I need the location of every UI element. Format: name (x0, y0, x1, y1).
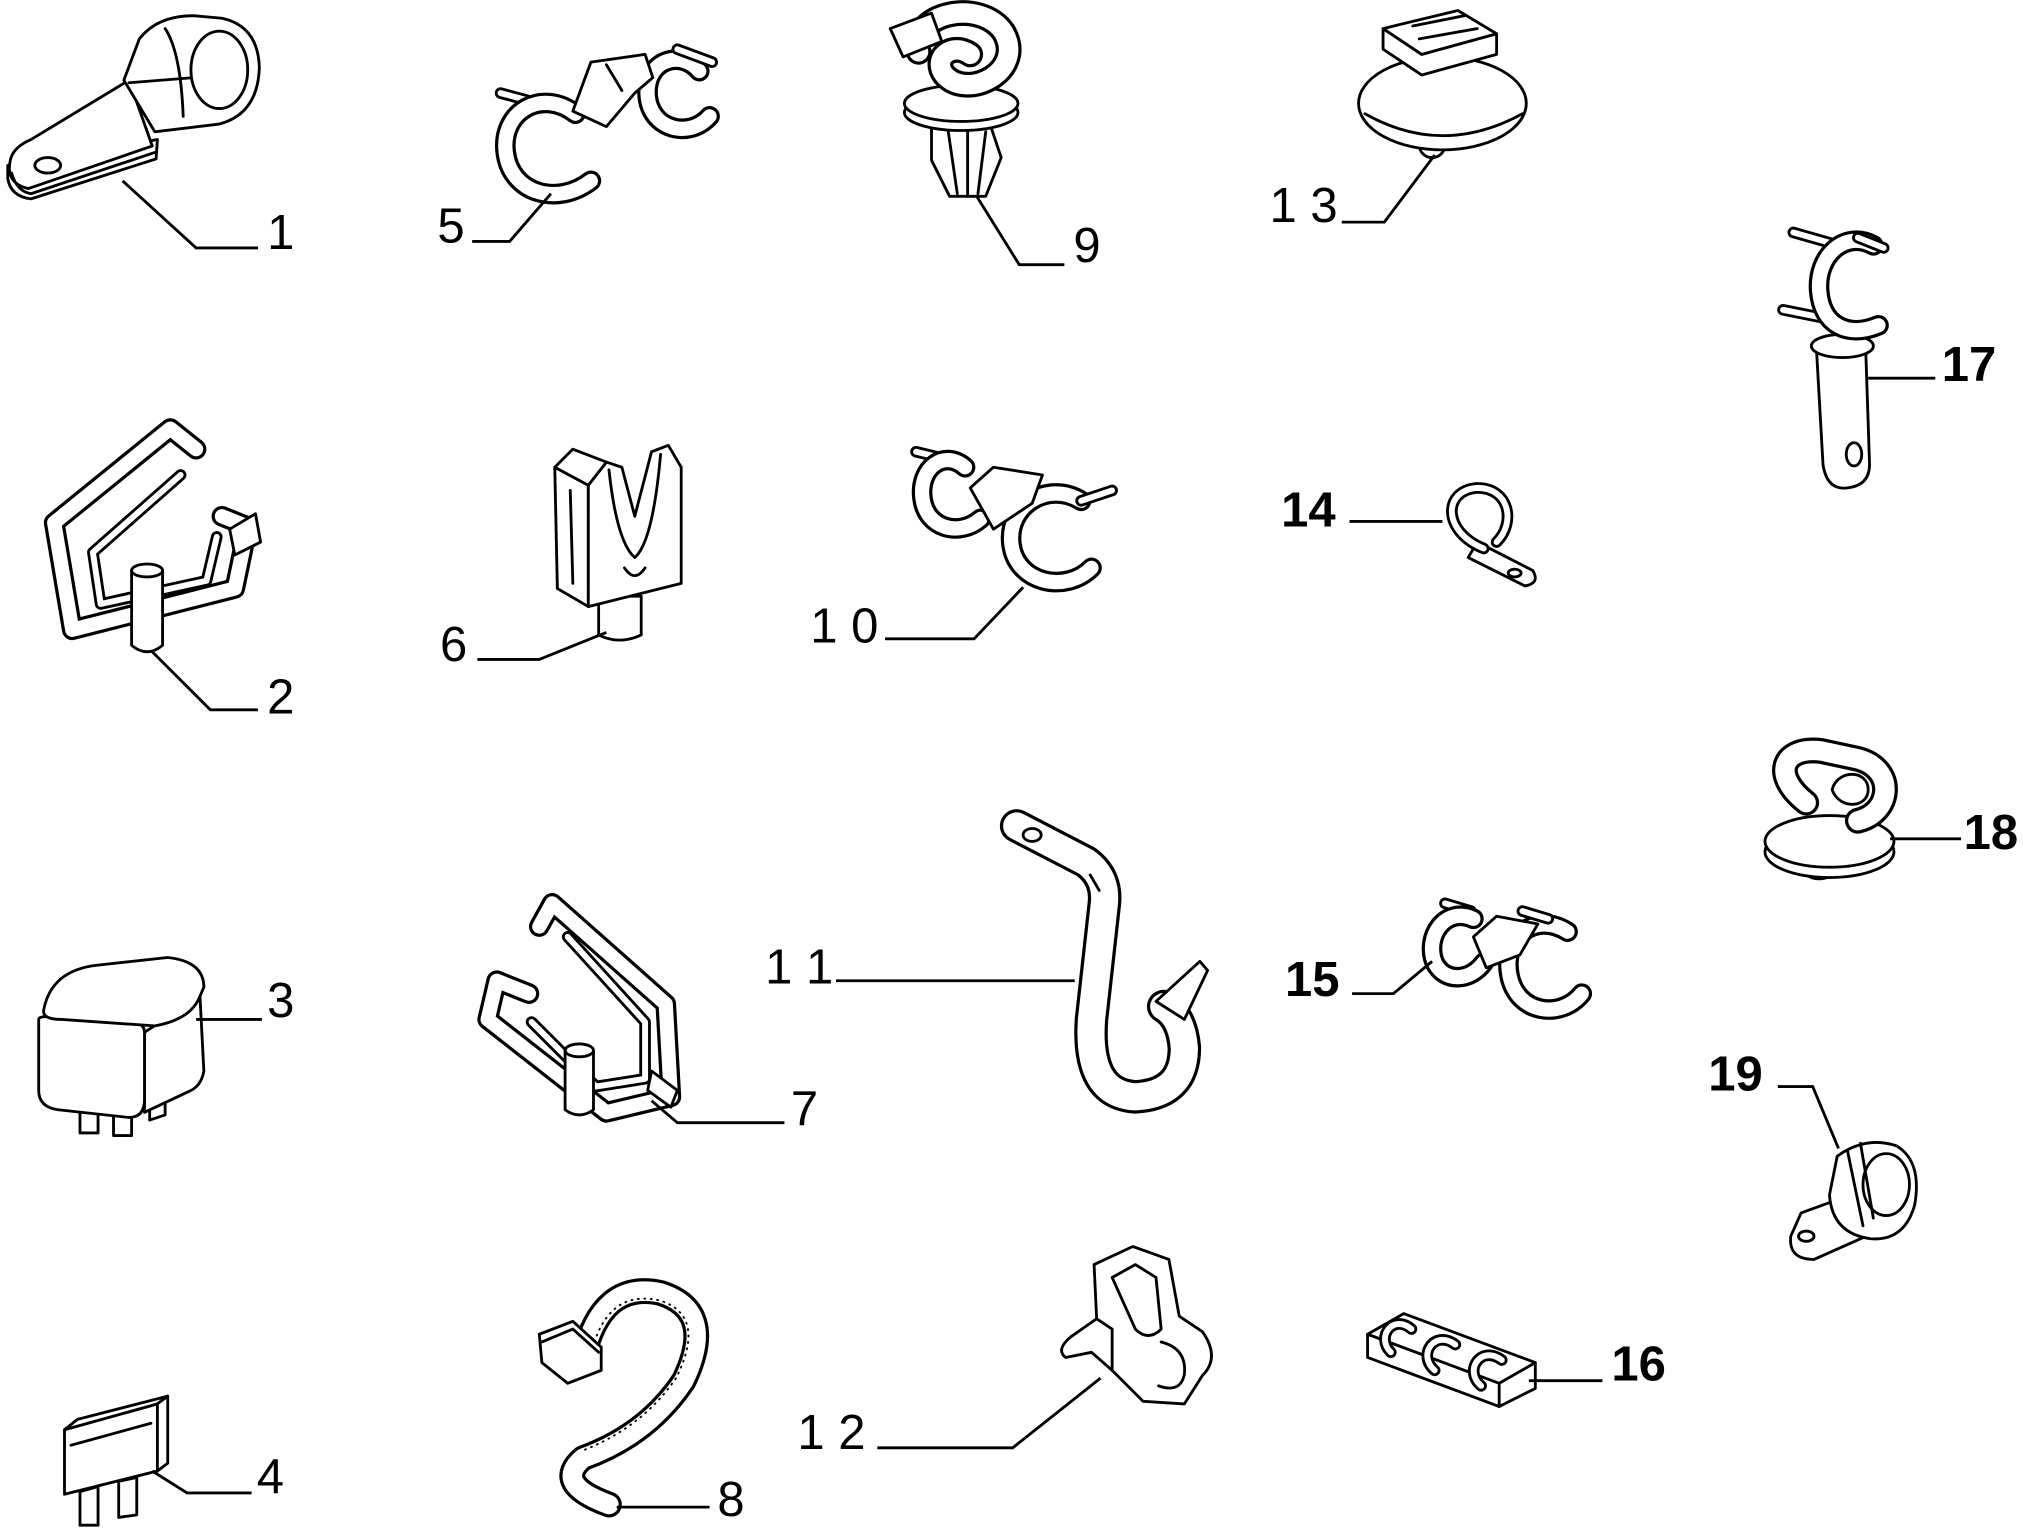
leader-line-1 (121, 179, 259, 250)
callout-8: 8 (717, 1473, 744, 1527)
leader-line-12 (877, 1376, 1102, 1450)
part-11-l-bracket-with-hook (999, 809, 1210, 1114)
callout-14: 14 (1281, 484, 1336, 538)
callout-5: 5 (437, 200, 464, 254)
callout-12: 1 2 (797, 1406, 865, 1460)
callout-4: 4 (257, 1450, 284, 1504)
part-16-triple-cable-clip (1366, 1312, 1537, 1408)
leader-line-4 (151, 1469, 252, 1495)
part-12-cable-clip (1060, 1245, 1213, 1406)
part-13-clip-fastener-with-round-base (1357, 9, 1528, 160)
part-19-p-clip (1789, 1141, 1918, 1261)
callout-17: 17 (1942, 338, 1997, 392)
callout-7: 7 (791, 1082, 818, 1136)
leader-line-5 (472, 192, 552, 243)
callout-3: 3 (267, 974, 294, 1028)
part-5-double-cable-clip (494, 43, 720, 205)
part-3-relay (37, 956, 206, 1137)
callout-13: 1 3 (1270, 179, 1338, 233)
leader-line-6 (477, 631, 607, 661)
part-1-cable-strap-with-eyelet (6, 14, 261, 201)
leader-line-15 (1352, 960, 1434, 996)
part-17-clip-with-mounting-tongue (1777, 226, 1890, 490)
callout-15: 15 (1285, 953, 1340, 1007)
callout-16: 16 (1611, 1338, 1666, 1392)
callout-2: 2 (267, 671, 294, 725)
part-6-v-slot-cable-holder (553, 443, 683, 642)
leader-line-2 (151, 650, 259, 712)
callout-6: 6 (440, 618, 467, 672)
callout-19: 19 (1708, 1047, 1763, 1101)
part-15-double-cable-clip (1421, 897, 1593, 1020)
part-4-blade-fuse (63, 1394, 170, 1527)
part-9-push-in-fastener-with-hook (888, 0, 1022, 198)
part-8-cable-tie (537, 1278, 710, 1518)
leader-line-9 (975, 195, 1065, 267)
callout-10: 1 0 (810, 600, 878, 654)
callout-9: 9 (1073, 219, 1100, 273)
leader-line-13 (1341, 154, 1436, 224)
callout-11: 1 1 (765, 940, 833, 994)
callout-18: 18 (1964, 806, 2019, 860)
callout-1: 1 (267, 206, 294, 260)
part-18-clip-with-round-base (1763, 737, 1898, 881)
part-10-double-cable-clip (910, 445, 1118, 593)
part-7-u-shaped-spring-clip (477, 893, 682, 1123)
part-2-u-shaped-spring-clip (43, 418, 263, 654)
leader-line-19 (1777, 1085, 1840, 1150)
part-14-p-clip (1446, 482, 1537, 588)
leader-line-7 (650, 1099, 785, 1125)
leader-line-10 (885, 586, 1025, 641)
